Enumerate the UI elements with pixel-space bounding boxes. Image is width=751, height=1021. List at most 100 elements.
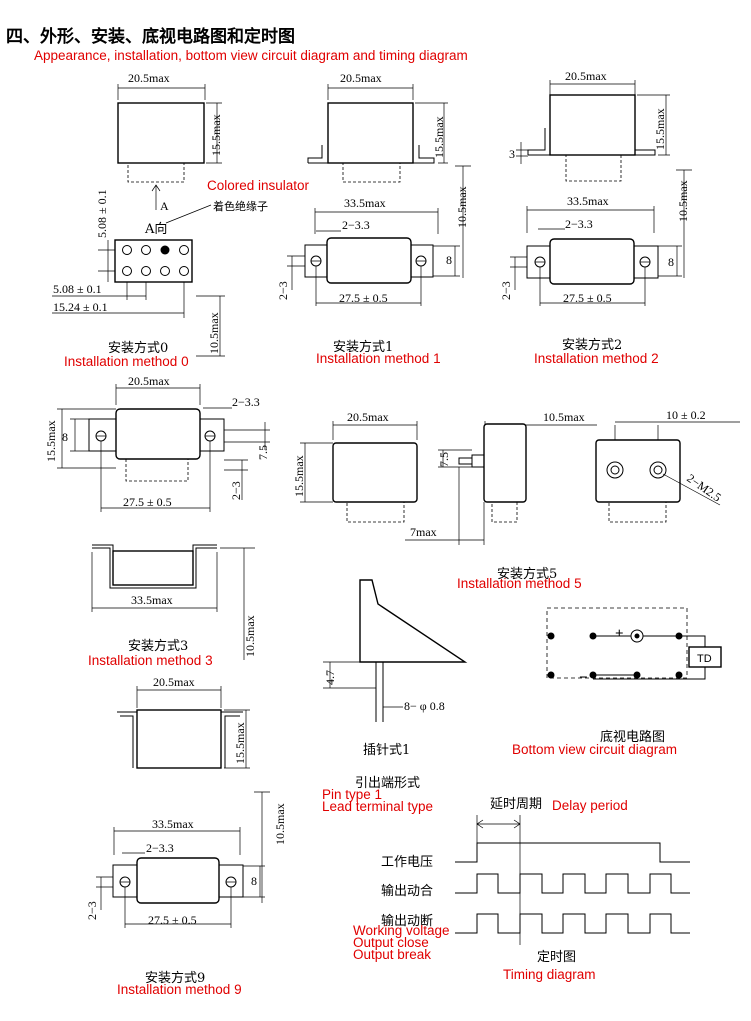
m5-height-dim: 15.5max — [292, 455, 306, 497]
m1-pitch: 27.5 ± 0.5 — [339, 291, 388, 305]
close-trace — [455, 873, 690, 894]
m0-pitch-h: 5.08 ± 0.1 — [53, 282, 102, 296]
m2-pitch: 27.5 ± 0.5 — [563, 291, 612, 305]
m1-caption-cn: 安装方式1 — [333, 339, 393, 355]
m5-thread: 2−M2.5 — [684, 471, 724, 505]
m9-caption-en: Installation method 9 — [117, 982, 242, 997]
minus-sign: − — [579, 670, 588, 686]
ms-height-dim: 15.5max — [44, 420, 58, 462]
lead-caption-en: Lead terminal type — [322, 799, 433, 814]
m3-overall: 33.5max — [131, 593, 173, 607]
ms-relay-body — [115, 408, 201, 460]
m1-tab-h: 2−3 — [276, 281, 290, 300]
timing-row-2-en: Output close — [353, 935, 429, 950]
m2-tab: 8 — [668, 255, 674, 269]
m5-width-dim: 20.5max — [347, 410, 389, 424]
voltage-trace — [455, 842, 690, 863]
m9-caption-cn: 安装方式9 — [145, 970, 205, 986]
timing-row-3-en: Output break — [353, 947, 431, 962]
m0-view-label: A向 — [144, 221, 167, 237]
m9-overall: 33.5max — [152, 817, 194, 831]
timing-row-2-cn: 输出动合 — [381, 883, 433, 899]
m0-relay-body — [117, 102, 205, 164]
plus-sign: + — [615, 626, 624, 642]
timing-row-1-en: Working voltage — [353, 923, 450, 938]
m1-overall: 33.5max — [344, 196, 386, 210]
m2-offset: 3 — [509, 147, 515, 161]
ms-tab: 8 — [62, 430, 68, 444]
m0-arrow-label: A — [160, 199, 169, 213]
mb-relay-body — [136, 709, 222, 769]
m5-caption-en: Installation method 5 — [457, 576, 582, 591]
m0-span: 15.24 ± 0.1 — [53, 300, 108, 314]
m9-pitch: 27.5 ± 0.5 — [148, 913, 197, 927]
ms-pin: 7.5 — [256, 445, 270, 460]
m2-caption-en: Installation method 2 — [534, 351, 659, 366]
circuit-drawing: TD + − 底视电路图 Bottom view circuit diagram — [512, 607, 722, 757]
ms-width-dim: 20.5max — [128, 374, 170, 388]
timing-drawing: 延时周期 Delay period 工作电压 输出动合 输出动断 Working… — [353, 797, 690, 982]
timing-caption-en: Timing diagram — [503, 967, 596, 982]
m2-height-dim: 15.5max — [653, 108, 667, 150]
ms-hole: 2−3.3 — [232, 395, 260, 409]
method5-drawing: 20.5max 15.5max 10.5max 7.5 7max 10 ± 0.… — [292, 408, 740, 591]
m5-relay-side — [483, 423, 527, 503]
m1-tab: 8 — [446, 253, 452, 267]
section-heading: 四、外形、安装、底视电路图和定时图 — [6, 27, 295, 47]
timing-caption-cn: 定时图 — [537, 950, 576, 965]
pin-length: 4.7 — [323, 670, 337, 685]
method3-drawing: 33.5max 10.5max 安装方式3 Installation metho… — [88, 544, 257, 668]
m5-relay-top — [595, 439, 681, 503]
m0-depth: 10.5max — [207, 312, 221, 354]
m2-relay-body — [549, 238, 635, 285]
m9-tab: 8 — [251, 874, 257, 888]
m3-relay-body — [112, 550, 194, 586]
m0-insulator-cn: 着色绝缘子 — [213, 199, 268, 213]
mb-height-dim: 15.5max — [233, 722, 247, 764]
circuit-caption-en: Bottom view circuit diagram — [512, 742, 677, 757]
delay-label-cn: 延时周期 — [490, 797, 542, 812]
delay-label-en: Delay period — [552, 798, 628, 813]
circuit-caption-cn: 底视电路图 — [600, 729, 665, 745]
m1-depth: 10.5max — [455, 186, 469, 228]
m5-caption-cn: 安装方式5 — [497, 566, 557, 582]
pin-profile — [359, 579, 468, 663]
td-module — [688, 646, 722, 668]
m1-hole: 2−3.3 — [342, 218, 370, 232]
pin-caption-cn: 插针式1 — [363, 743, 410, 758]
lead-caption-cn: 引出端形式 — [355, 776, 420, 791]
m2-caption-cn: 安装方式2 — [562, 337, 622, 353]
break-trace — [455, 913, 690, 934]
m2-tab-h: 2−3 — [499, 281, 513, 300]
m1-caption-en: Installation method 1 — [316, 351, 441, 366]
method-side-drawing: 20.5max 15.5max 8 2−3.3 7.5 2−3 27.5 ± 0… — [44, 374, 270, 512]
m0-width-dim: 20.5max — [128, 71, 170, 85]
ms-tab-h: 2−3 — [229, 481, 243, 500]
m5-depth: 10.5max — [543, 410, 585, 424]
m0-caption-cn: 安装方式0 — [108, 340, 168, 356]
m3-caption-cn: 安装方式3 — [128, 638, 188, 654]
pin-caption-en: Pin type 1 — [322, 787, 382, 802]
m2-overall: 33.5max — [567, 194, 609, 208]
m1-height-dim: 15.5max — [432, 116, 446, 158]
m1-width-dim: 20.5max — [340, 71, 382, 85]
method-bracket-drawing: 20.5max 15.5max — [117, 675, 250, 769]
td-label: TD — [697, 653, 712, 665]
m5-stud-h: 7.5 — [437, 452, 451, 467]
m3-depth: 10.5max — [243, 615, 257, 657]
timing-row-3-cn: 输出动断 — [381, 913, 433, 929]
m0-height-dim: 15.5max — [209, 114, 223, 156]
m0-caption-en: Installation method 0 — [64, 354, 189, 369]
method0-drawing: 20.5max 15.5max A A向 Colored insulator 着… — [52, 71, 310, 369]
m5-spacing: 10 ± 0.2 — [666, 408, 706, 422]
mb-width-dim: 20.5max — [153, 675, 195, 689]
m2-hole: 2−3.3 — [565, 217, 593, 231]
m3-caption-en: Installation method 3 — [88, 653, 213, 668]
m9-relay-body — [136, 857, 220, 904]
m1-relay-body — [326, 237, 412, 284]
m0-insulator-en: Colored insulator — [207, 178, 310, 193]
section-heading-en: Appearance, installation, bottom view ci… — [34, 48, 468, 63]
pin-dia: 8− φ 0.8 — [404, 699, 445, 713]
